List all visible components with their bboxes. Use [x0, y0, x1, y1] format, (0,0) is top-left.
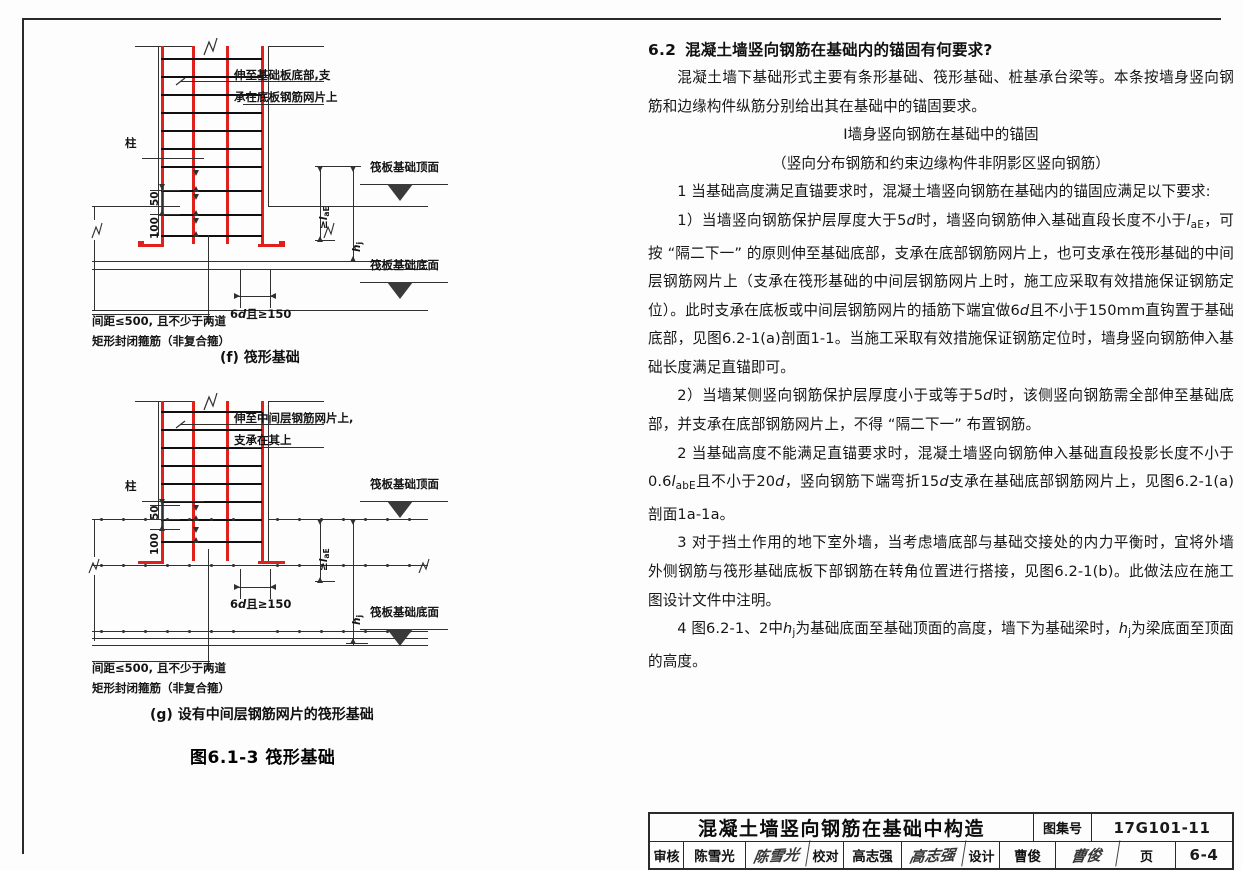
- title-block-row-top: 混凝土墙竖向钢筋在基础中构造 图集号 17G101-11: [650, 814, 1232, 842]
- figure-g-raft-foundation-with-middle-mesh: 伸至中间层钢筋网片上, 支承在其上 柱: [30, 379, 630, 799]
- title-block-check-label: 校对: [808, 842, 844, 868]
- title-block-atlas-number: 17G101-11: [1113, 818, 1211, 837]
- figure-f-dim-hj: hj: [351, 241, 365, 252]
- break-symbol-icon: [91, 222, 103, 239]
- figure-g-dim-100: 100: [149, 533, 161, 555]
- section-heading: 6.2 混凝土墙竖向钢筋在基础内的锚固有何要求?: [648, 38, 1234, 60]
- title-block-page-number: 6-4: [1189, 846, 1219, 864]
- paragraph-subsection-title: Ⅰ墙身竖向钢筋在基础中的锚固: [843, 126, 1039, 144]
- callout-arrow-icon: [175, 77, 186, 86]
- title-block-review-signature: 陈雪光: [743, 840, 811, 870]
- figure-g-dim-50: 50: [149, 505, 161, 520]
- figure-g-dim-6d: 6d且≥150: [230, 597, 292, 611]
- section-title: 混凝土墙竖向钢筋在基础内的锚固有何要求?: [685, 41, 993, 59]
- figure-f-label-top-surface: 筏板基础顶面: [370, 160, 439, 174]
- figure-f-label-column: 柱: [125, 136, 137, 150]
- figure-g-dim-hj: hj: [351, 614, 365, 625]
- break-symbol-icon: [323, 222, 335, 239]
- paragraph-intro: 混凝土墙下基础形式主要有条形基础、筏形基础、桩基承台梁等。本条按墙身竖向钢筋和边…: [648, 69, 1234, 115]
- paragraph-item-3: 3 对于挡土作用的地下室外墙，当考虑墙底部与基础交接处的内力平衡时，宜将外墙外侧…: [648, 534, 1234, 609]
- paragraph-item-2: 2 当基础高度不能满足直锚要求时，混凝土墙竖向钢筋伸入基础直段投影长度不小于0.…: [648, 444, 1235, 523]
- title-block-design-name: 曹俊: [1000, 842, 1056, 868]
- article-column: 6.2 混凝土墙竖向钢筋在基础内的锚固有何要求? 混凝土墙下基础形式主要有条形基础…: [648, 38, 1234, 676]
- figure-g-label-bottom-surface: 筏板基础底面: [370, 605, 439, 619]
- figure-f-dim-lae: ≥laE: [318, 206, 332, 229]
- title-block-page-label: 页: [1118, 842, 1176, 868]
- paragraph-item-1-1: 1）当墙竖向钢筋保护层厚度大于5d时，墙竖向钢筋伸入基础直段长度不小于laE，可…: [648, 211, 1234, 376]
- paragraph-subsection-note: （竖向分布钢筋和约束边缘构件非阴影区竖向钢筋）: [772, 154, 1110, 172]
- figure-f-note-line2: 矩形封闭箍筋（非复合箍）: [92, 334, 230, 348]
- figure-group-title: 图6.1-3 筏形基础: [190, 748, 336, 768]
- title-block-review-label: 审核: [650, 842, 684, 868]
- page-border-left: [22, 18, 24, 854]
- mesh-row-top: [92, 517, 428, 522]
- figure-f-dim-50: 50: [149, 191, 161, 206]
- figure-f-callout-line2: 承在底板钢筋网片上: [234, 90, 338, 104]
- section-number: 6.2: [648, 41, 677, 59]
- figure-f-dim-6d: 6d且≥150: [230, 307, 292, 321]
- paragraph-item-1-2: 2）当墙某侧竖向钢筋保护层厚度小于或等于5d时，该侧竖向钢筋需全部伸至基础底部，…: [648, 387, 1235, 434]
- figure-f-callout-line1: 伸至基础板底部,支: [234, 68, 331, 82]
- title-block-atlas-label: 图集号: [1034, 814, 1092, 841]
- figure-g-caption: (g) 设有中间层钢筋网片的筏形基础: [150, 707, 374, 723]
- figure-g-dim-lae: ≥laE: [318, 548, 332, 571]
- break-symbol-icon: [418, 558, 430, 574]
- figure-g-note-line1: 间距≤500, 且不少于两道: [92, 661, 227, 675]
- page-border-top: [22, 18, 1221, 20]
- break-symbol-icon: [203, 392, 218, 411]
- figure-f-label-bottom-surface: 筏板基础底面: [370, 258, 439, 272]
- title-block-design-label: 设计: [964, 842, 1000, 868]
- drawing-title-block: 混凝土墙竖向钢筋在基础中构造 图集号 17G101-11 审核 陈雪光 陈雪光 …: [648, 812, 1234, 870]
- callout-arrow-icon: [175, 420, 186, 429]
- break-symbol-icon: [203, 37, 218, 56]
- figure-g-label-column: 柱: [125, 479, 137, 493]
- title-block-design-signature: 曹俊: [1053, 840, 1121, 870]
- figure-g-callout-line2: 支承在其上: [234, 433, 292, 447]
- figure-f-dim-100: 100: [149, 217, 161, 239]
- paragraph-item-4: 4 图6.2-1、2中hj为基础底面至基础顶面的高度，墙下为基础梁时，hj为梁底…: [648, 620, 1234, 670]
- title-block-sheet-title: 混凝土墙竖向钢筋在基础中构造: [650, 814, 1034, 841]
- title-block-row-bottom: 审核 陈雪光 陈雪光 校对 高志强 高志强 设计 曹俊 曹俊 页 6-4: [650, 840, 1232, 870]
- figure-f-raft-foundation: 伸至基础板底部,支 承在底板钢筋网片上 柱 50 100: [30, 24, 630, 369]
- figure-f-caption: (f) 筏形基础: [220, 350, 300, 366]
- figure-f-note-line1: 间距≤500, 且不少于两道: [92, 314, 227, 328]
- break-symbol-icon: [88, 558, 100, 574]
- paragraph-item-1: 1 当基础高度满足直锚要求时，混凝土墙竖向钢筋在基础内的锚固应满足以下要求:: [677, 183, 1211, 201]
- mesh-row-middle: [92, 563, 428, 568]
- title-block-check-name: 高志强: [844, 842, 902, 868]
- figure-g-note-line2: 矩形封闭箍筋（非复合箍）: [92, 681, 230, 695]
- figure-g-callout-line1: 伸至中间层钢筋网片上,: [234, 411, 354, 425]
- drawings-column: 伸至基础板底部,支 承在底板钢筋网片上 柱 50 100: [30, 24, 630, 834]
- title-block-review-name: 陈雪光: [684, 842, 746, 868]
- figure-g-label-top-surface: 筏板基础顶面: [370, 477, 439, 491]
- title-block-check-signature: 高志强: [899, 840, 967, 870]
